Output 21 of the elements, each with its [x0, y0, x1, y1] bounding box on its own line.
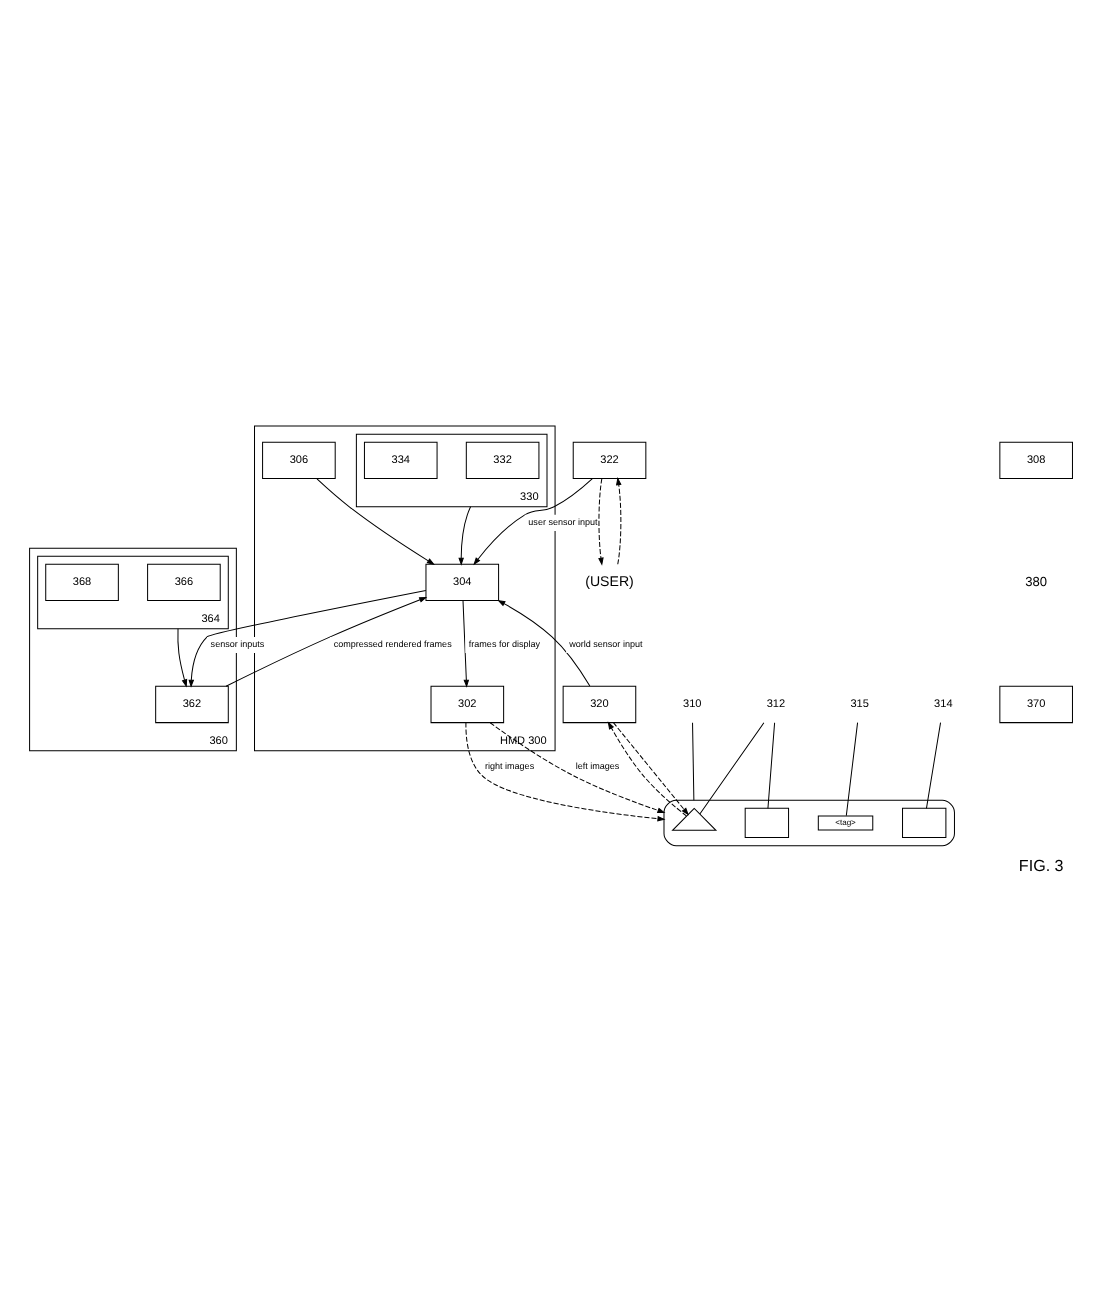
arrow — [598, 477, 604, 565]
caption: FIG. 3 — [1018, 855, 1064, 874]
node-box — [744, 806, 790, 838]
arrow — [316, 477, 435, 564]
connector — [692, 721, 695, 800]
arrow — [616, 476, 622, 564]
arrow — [458, 505, 472, 565]
connector — [699, 721, 765, 814]
arrow — [497, 598, 591, 686]
cluster — [663, 798, 955, 846]
connector — [925, 721, 942, 808]
arrow — [462, 599, 470, 687]
arrow — [465, 721, 666, 821]
arrow — [177, 627, 188, 687]
connector — [767, 721, 776, 808]
arrow — [225, 595, 428, 686]
connector — [845, 721, 859, 816]
node-box — [902, 806, 947, 838]
arrow — [489, 721, 666, 812]
arrow — [188, 589, 427, 687]
arrow — [473, 477, 593, 565]
